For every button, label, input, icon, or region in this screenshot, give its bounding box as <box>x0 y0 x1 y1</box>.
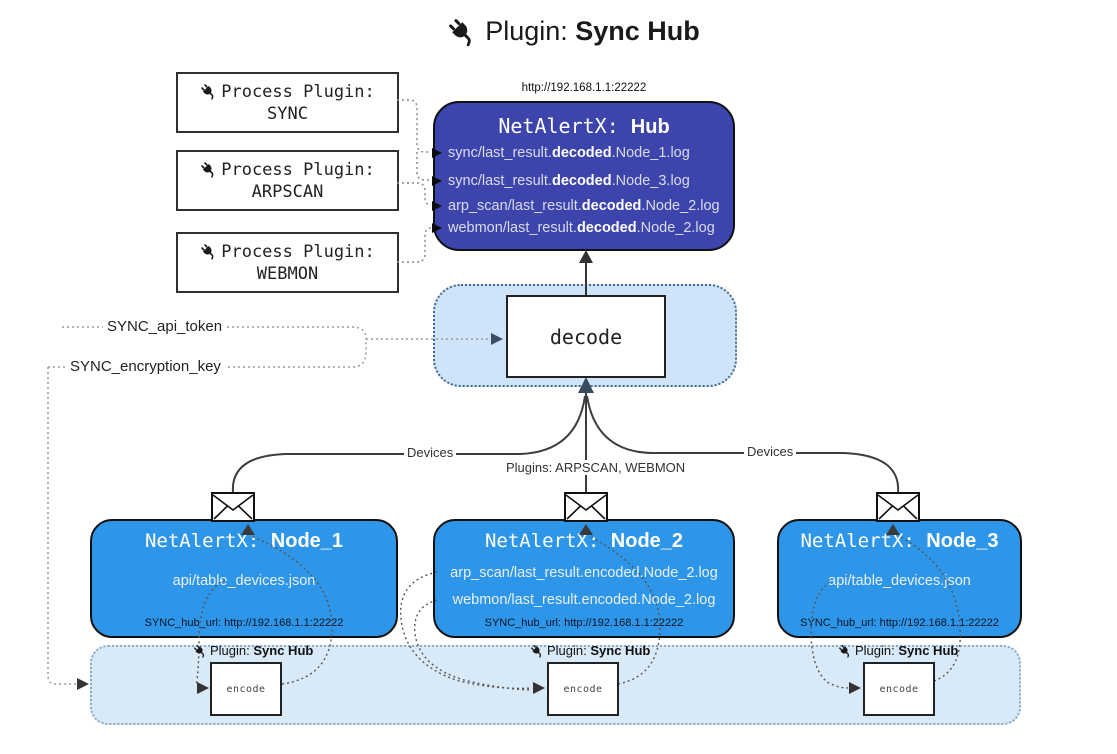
hub-log-entry: sync/last_result.decoded.Node_3.log <box>432 173 733 189</box>
process-plugin-name: ARPSCAN <box>251 181 324 202</box>
nodes-to-decode-tree <box>231 392 900 494</box>
plug-icon <box>200 161 217 178</box>
process-plugin-label: Process Plugin: <box>221 81 375 102</box>
process-plugin-label: Process Plugin: <box>221 159 375 180</box>
arrow-into-hub <box>579 250 593 263</box>
band-plugin-label-2: Plugin: Sync Hub <box>530 643 650 658</box>
entry-arrow-icon <box>432 223 442 233</box>
node-hub-url: SYNC_hub_url: http://192.168.1.1:22222 <box>800 617 999 629</box>
process-plugin-label: Process Plugin: <box>221 241 375 262</box>
hub-log-entry: webmon/last_result.decoded.Node_2.log <box>432 220 733 236</box>
plug-icon <box>200 243 217 260</box>
plug-icon <box>838 644 852 658</box>
envelope-icon <box>211 492 255 522</box>
netalertx-node3-box: NetAlertX: Node_3 api/table_devices.json… <box>777 519 1022 638</box>
process-plugin-webmon: Process Plugin: WEBMON <box>176 232 399 293</box>
netalertx-node2-box: NetAlertX: Node_2 arp_scan/last_result.e… <box>433 519 735 638</box>
plug-icon <box>200 83 217 100</box>
process-plugin-name: SYNC <box>267 103 308 124</box>
encode-box-2: encode <box>547 662 619 716</box>
hub-title: NetAlertX: Hub <box>498 114 670 138</box>
arrow-into-band <box>77 678 89 690</box>
entry-arrow-icon <box>432 201 442 211</box>
hub-log-entry: arp_scan/last_result.decoded.Node_2.log <box>432 198 733 214</box>
arrow-up-into-envelope-1 <box>241 524 255 535</box>
devices-label-right: Devices <box>744 444 797 459</box>
arrow-up-into-envelope-2 <box>579 524 593 535</box>
decode-box: decode <box>506 295 666 378</box>
hub-log-entry: sync/last_result.decoded.Node_1.log <box>432 145 733 161</box>
encode-box-1: encode <box>210 662 282 716</box>
encode-box-3: encode <box>863 662 935 716</box>
plug-icon <box>530 644 544 658</box>
entry-arrow-icon <box>432 148 442 158</box>
process-plugin-sync: Process Plugin: SYNC <box>176 72 399 133</box>
hub-url: http://192.168.1.1:22222 <box>521 82 647 94</box>
process-plugin-arpscan: Process Plugin: ARPSCAN <box>176 150 399 211</box>
band-plugin-label-1: Plugin: Sync Hub <box>193 643 313 658</box>
page-title: Plugin: Sync Hub <box>0 16 1117 47</box>
process-to-hub-connectors <box>397 99 432 263</box>
plugins-label-mid: Plugins: ARPSCAN, WEBMON <box>503 460 689 475</box>
netalertx-node1-box: NetAlertX: Node_1 api/table_devices.json… <box>90 519 398 638</box>
plug-icon <box>193 644 207 658</box>
band-plugin-label-3: Plugin: Sync Hub <box>838 643 958 658</box>
sync-api-token-label: SYNC_api_token <box>103 318 227 335</box>
node-file: api/table_devices.json <box>828 573 971 589</box>
title-prefix: Plugin: <box>485 16 576 46</box>
plug-icon <box>447 17 477 47</box>
process-plugin-name: WEBMON <box>256 263 319 284</box>
node-file: webmon/last_result.encoded.Node_2.log <box>452 592 716 608</box>
node-file: api/table_devices.json <box>172 573 316 589</box>
envelope-icon <box>876 492 920 522</box>
devices-label-left: Devices <box>404 445 457 460</box>
sync-encryption-key-label: SYNC_encryption_key <box>66 358 225 375</box>
title-bold: Sync Hub <box>575 16 700 46</box>
netalertx-hub-box: NetAlertX: Hub sync/last_result.decoded.… <box>432 101 735 251</box>
envelope-icon <box>564 492 608 522</box>
entry-arrow-icon <box>432 176 442 186</box>
node-hub-url: SYNC_hub_url: http://192.168.1.1:22222 <box>144 617 344 629</box>
node-hub-url: SYNC_hub_url: http://192.168.1.1:22222 <box>484 617 684 629</box>
arrow-up-into-envelope-3 <box>886 524 900 535</box>
node-file: arp_scan/last_result.encoded.Node_2.log <box>450 565 718 581</box>
